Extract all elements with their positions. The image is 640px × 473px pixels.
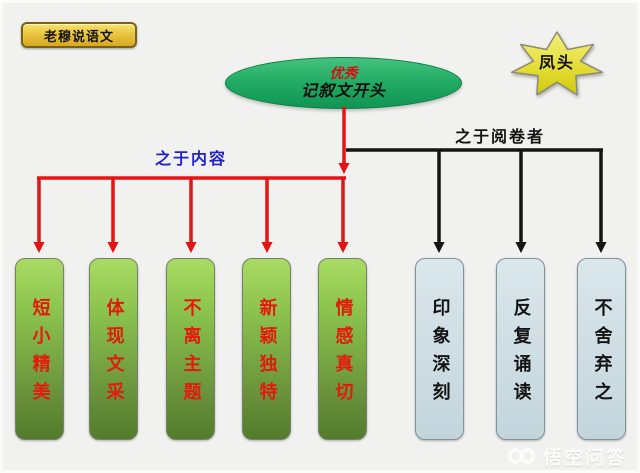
root-node: 优秀 记叙文开头	[225, 57, 462, 109]
root-node-line2: 记叙文开头	[300, 80, 386, 100]
leaf-node-novel-unique: 新颖独特	[242, 258, 291, 440]
leaf-node-stay-on-theme: 不离主题	[166, 258, 215, 440]
watermark: 悟空问答	[507, 443, 627, 469]
leaf-node-literary-grace: 体现文采	[89, 258, 138, 440]
leaf-node-label: 新颖独特	[256, 298, 278, 410]
leaf-node-label: 印象深刻	[429, 298, 451, 410]
author-badge-label: 老穆说语文	[43, 29, 114, 45]
watermark-label: 悟空问答	[543, 446, 628, 469]
leaf-node-sincere-emotion: 情感真切	[318, 258, 367, 440]
branch-label-content: 之于内容	[154, 149, 227, 168]
leaf-node-label: 不舍弃之	[591, 298, 613, 410]
star-label: 凤头	[538, 53, 575, 72]
root-node-line1: 优秀	[329, 65, 358, 82]
leaf-node-label: 情感真切	[332, 298, 354, 410]
leaf-node-short-exquisite: 短小精美	[15, 258, 64, 440]
author-badge: 老穆说语文	[21, 22, 137, 48]
leaf-node-label: 反复诵读	[510, 298, 532, 410]
leaf-node-repeated-reading: 反复诵读	[496, 258, 545, 440]
leaf-node-deep-impression: 印象深刻	[415, 258, 464, 440]
leaf-node-reluctant-to-discard: 不舍弃之	[577, 258, 626, 440]
leaf-node-label: 短小精美	[29, 298, 51, 410]
leaf-node-label: 不离主题	[180, 298, 202, 410]
leaf-node-label: 体现文采	[103, 298, 125, 410]
star-callout: 凤头	[509, 30, 605, 100]
star-icon	[510, 31, 604, 96]
wukong-infinity-logo-icon	[507, 448, 536, 464]
branch-label-grader: 之于阅卷者	[454, 127, 545, 146]
